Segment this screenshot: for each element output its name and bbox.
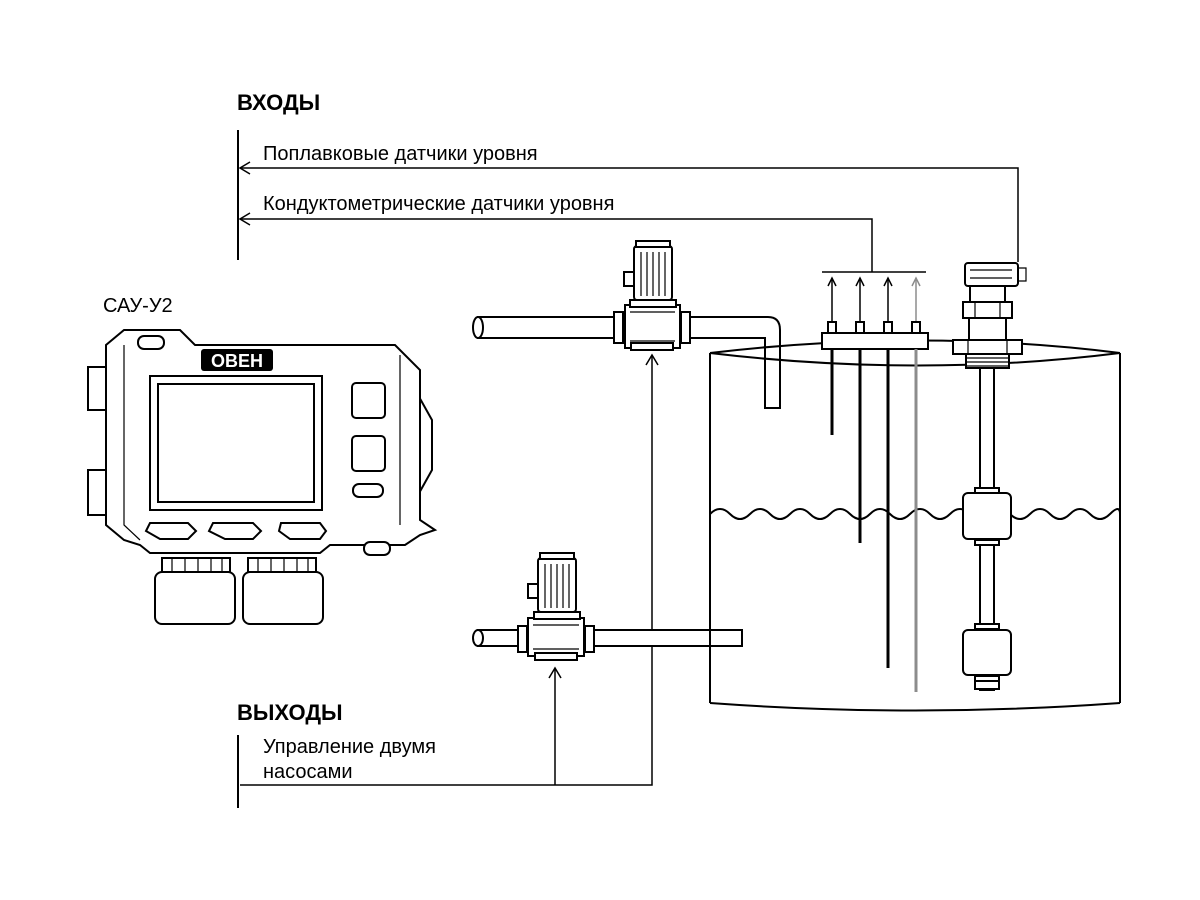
- conductometric-sensors-label: Кондуктометрические датчики уровня: [263, 193, 614, 215]
- sensor-mount-nut: [952, 339, 1023, 355]
- upper-flange-right: [680, 311, 691, 344]
- tank-bottom: [709, 702, 1121, 712]
- sensor-connector: [964, 262, 1019, 287]
- lower-flange-right: [584, 625, 595, 653]
- float-signal-arrowhead: [238, 161, 251, 175]
- mounting-ear-top: [137, 335, 165, 350]
- conductometric-signal-line: [240, 218, 873, 272]
- probe-arrowhead-3: [883, 276, 893, 287]
- probe-arrowhead-1: [827, 276, 837, 287]
- float-lower: [962, 629, 1012, 676]
- probe-terminal-2: [855, 321, 865, 334]
- gland-left-cap: [154, 571, 236, 625]
- pump-control-label-line1: Управление двумя: [263, 736, 436, 758]
- float-sensors-label: Поплавковые датчики уровня: [263, 143, 538, 165]
- probe-terminal-1: [827, 321, 837, 334]
- upper-pump-base: [630, 342, 674, 351]
- sensor-thread-lines: [966, 357, 1009, 367]
- sensor-hex-top-edges: [974, 302, 1001, 318]
- pump-control-label-line2: насосами: [263, 761, 353, 783]
- outputs-block: ВЫХОДЫ Управление двумя насосами: [237, 353, 659, 808]
- stop-ring-2: [974, 539, 1000, 546]
- probe-head-plate: [821, 332, 929, 350]
- probe-arrowhead-2: [855, 276, 865, 287]
- probe-terminal-4: [911, 321, 921, 334]
- device-model-label: САУ-У2: [103, 295, 173, 317]
- sensor-hex-top: [962, 301, 1013, 319]
- side-button-middle: [351, 435, 386, 472]
- float-upper: [962, 492, 1012, 540]
- logo-text: ОВЕН: [211, 351, 263, 371]
- lower-motor-terminal: [527, 583, 539, 599]
- lower-pump-arrowhead: [548, 666, 562, 679]
- upper-motor-terminal: [623, 271, 635, 287]
- float-level-sensor: [952, 262, 1027, 691]
- sensor-stem: [969, 285, 1006, 303]
- upper-pump-assembly: [472, 240, 781, 409]
- upper-pipe-end: [472, 316, 484, 339]
- upper-pump-control-line: [240, 355, 653, 786]
- stop-ring-3: [974, 623, 1000, 630]
- key-right: [277, 522, 328, 540]
- upper-flange-left: [613, 311, 624, 344]
- upper-motor-cap: [635, 240, 671, 248]
- sensor-tube-end: [974, 680, 1000, 690]
- lower-pump-body-lines: [533, 624, 579, 650]
- sensor-mount-nut-edges: [967, 340, 1008, 354]
- outputs-heading: ВЫХОДЫ: [237, 700, 343, 725]
- display-screen: [157, 383, 315, 503]
- sensor-body: [968, 317, 1007, 341]
- upper-pump-arrowhead: [645, 353, 659, 366]
- upper-motor-flange: [629, 299, 677, 308]
- probe-arrowhead-4: [911, 276, 921, 287]
- lower-pump-base: [534, 652, 578, 661]
- gland-left-hex: [171, 558, 223, 572]
- conductometric-sensor: [821, 271, 929, 692]
- lower-pump-assembly: [472, 552, 743, 661]
- upper-pump-body-lines: [630, 311, 675, 342]
- conductometric-signal-arrowhead: [238, 212, 251, 226]
- key-left: [144, 522, 198, 540]
- mounting-ear-bottom: [363, 541, 391, 556]
- probe-terminal-3: [883, 321, 893, 334]
- key-middle: [207, 522, 263, 540]
- inputs-block: ВХОДЫ Поплавковые датчики уровня Кондукт…: [237, 90, 1019, 272]
- sau-u2-controller: САУ-У2 ОВЕН: [87, 295, 438, 625]
- indicator-slot: [352, 483, 384, 498]
- lower-motor-fins: [544, 564, 570, 608]
- gland-right-cap: [242, 571, 324, 625]
- side-button-top: [351, 382, 386, 419]
- lower-pipe-end: [472, 629, 484, 647]
- lower-motor-cap: [539, 552, 575, 560]
- oven-logo: ОВЕН: [201, 349, 273, 371]
- housing-inner-edge-left: [123, 345, 141, 541]
- cable-gland-left: [154, 557, 236, 625]
- lower-motor-flange: [533, 611, 581, 620]
- left-clamp-bottom: [87, 469, 107, 516]
- gland-right-hex: [257, 558, 309, 572]
- left-clamp-top: [87, 366, 107, 411]
- cable-gland-right: [242, 557, 324, 625]
- upper-motor-fins: [640, 252, 666, 296]
- sensor-connector-screw: [1018, 267, 1027, 282]
- sensor-connector-grip: [970, 269, 1012, 279]
- liquid-surface-wave: [709, 508, 1121, 520]
- logo-plate: [201, 349, 273, 371]
- lower-flange-left: [517, 625, 528, 653]
- inputs-heading: ВХОДЫ: [237, 90, 320, 115]
- float-sensor-signal-line: [240, 167, 1019, 262]
- lower-pump-body: [527, 617, 585, 657]
